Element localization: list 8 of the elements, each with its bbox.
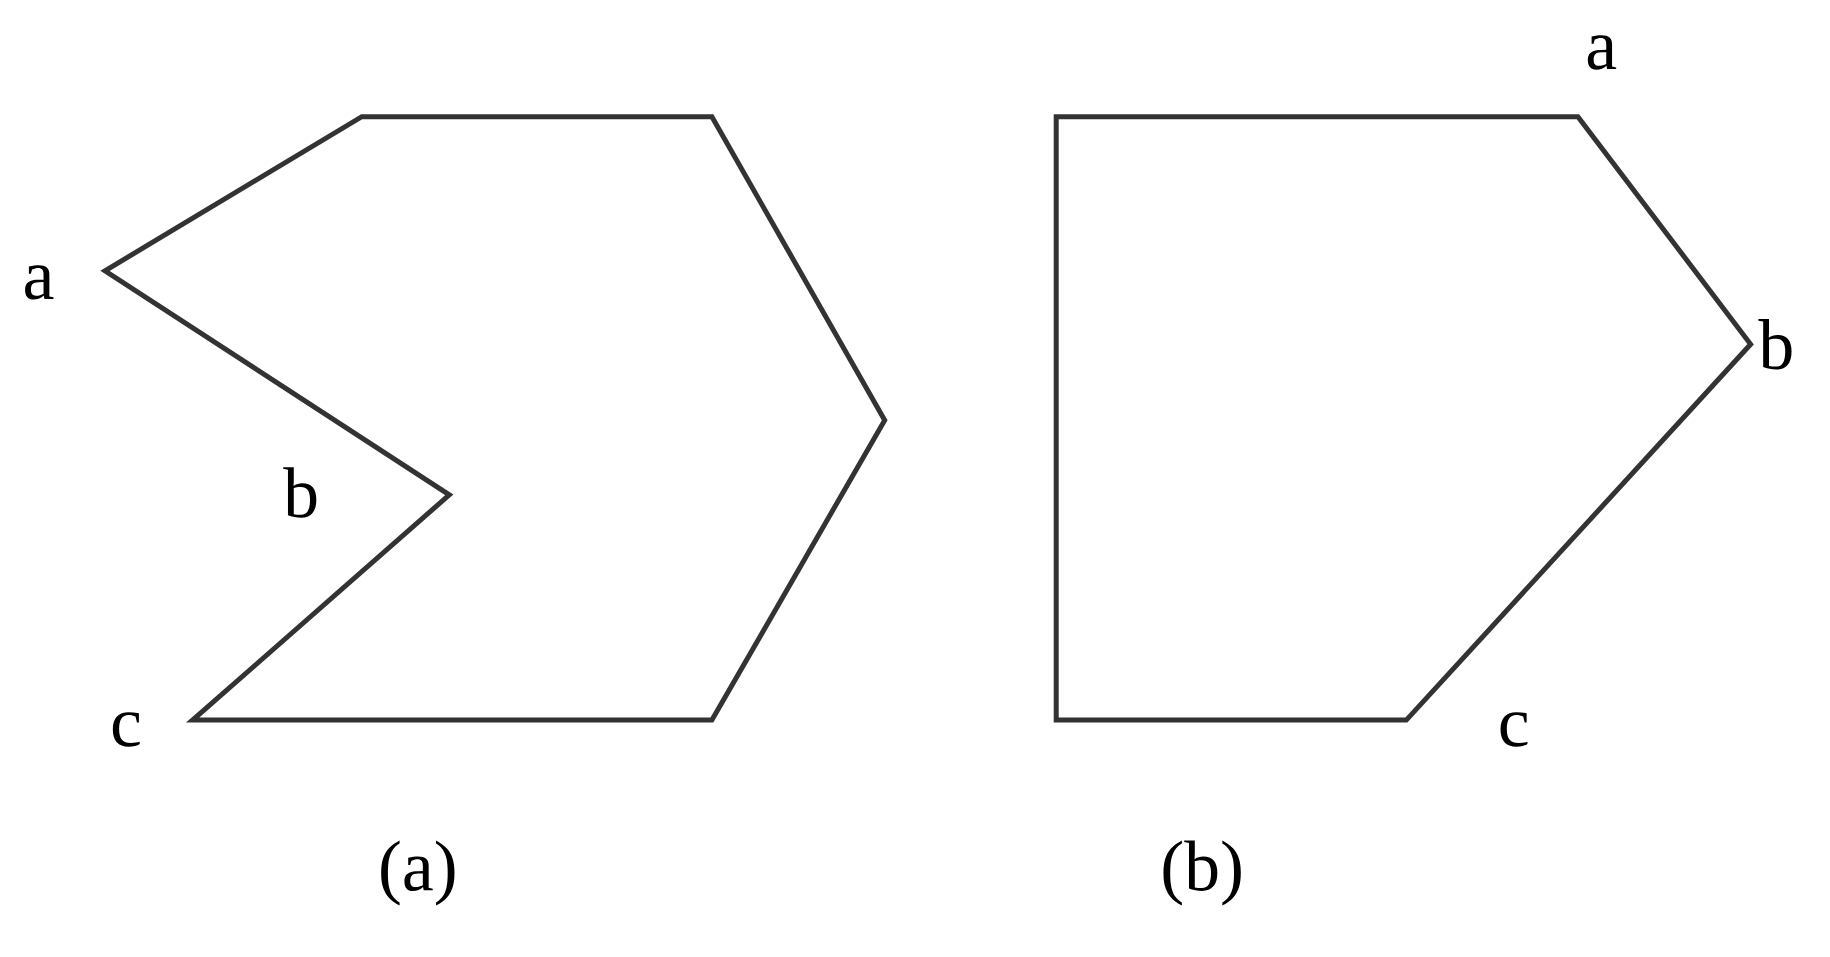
panel-label: (b) (1163, 840, 1241, 906)
vertex-label: c (112, 712, 140, 747)
vertex-label: a (1587, 35, 1617, 70)
vertex-label: b (1758, 319, 1792, 370)
vertex-label: c (1500, 712, 1528, 747)
vertex-label: b (283, 467, 317, 518)
panel-label: (a) (381, 840, 455, 906)
vertex-label: a (25, 265, 54, 300)
